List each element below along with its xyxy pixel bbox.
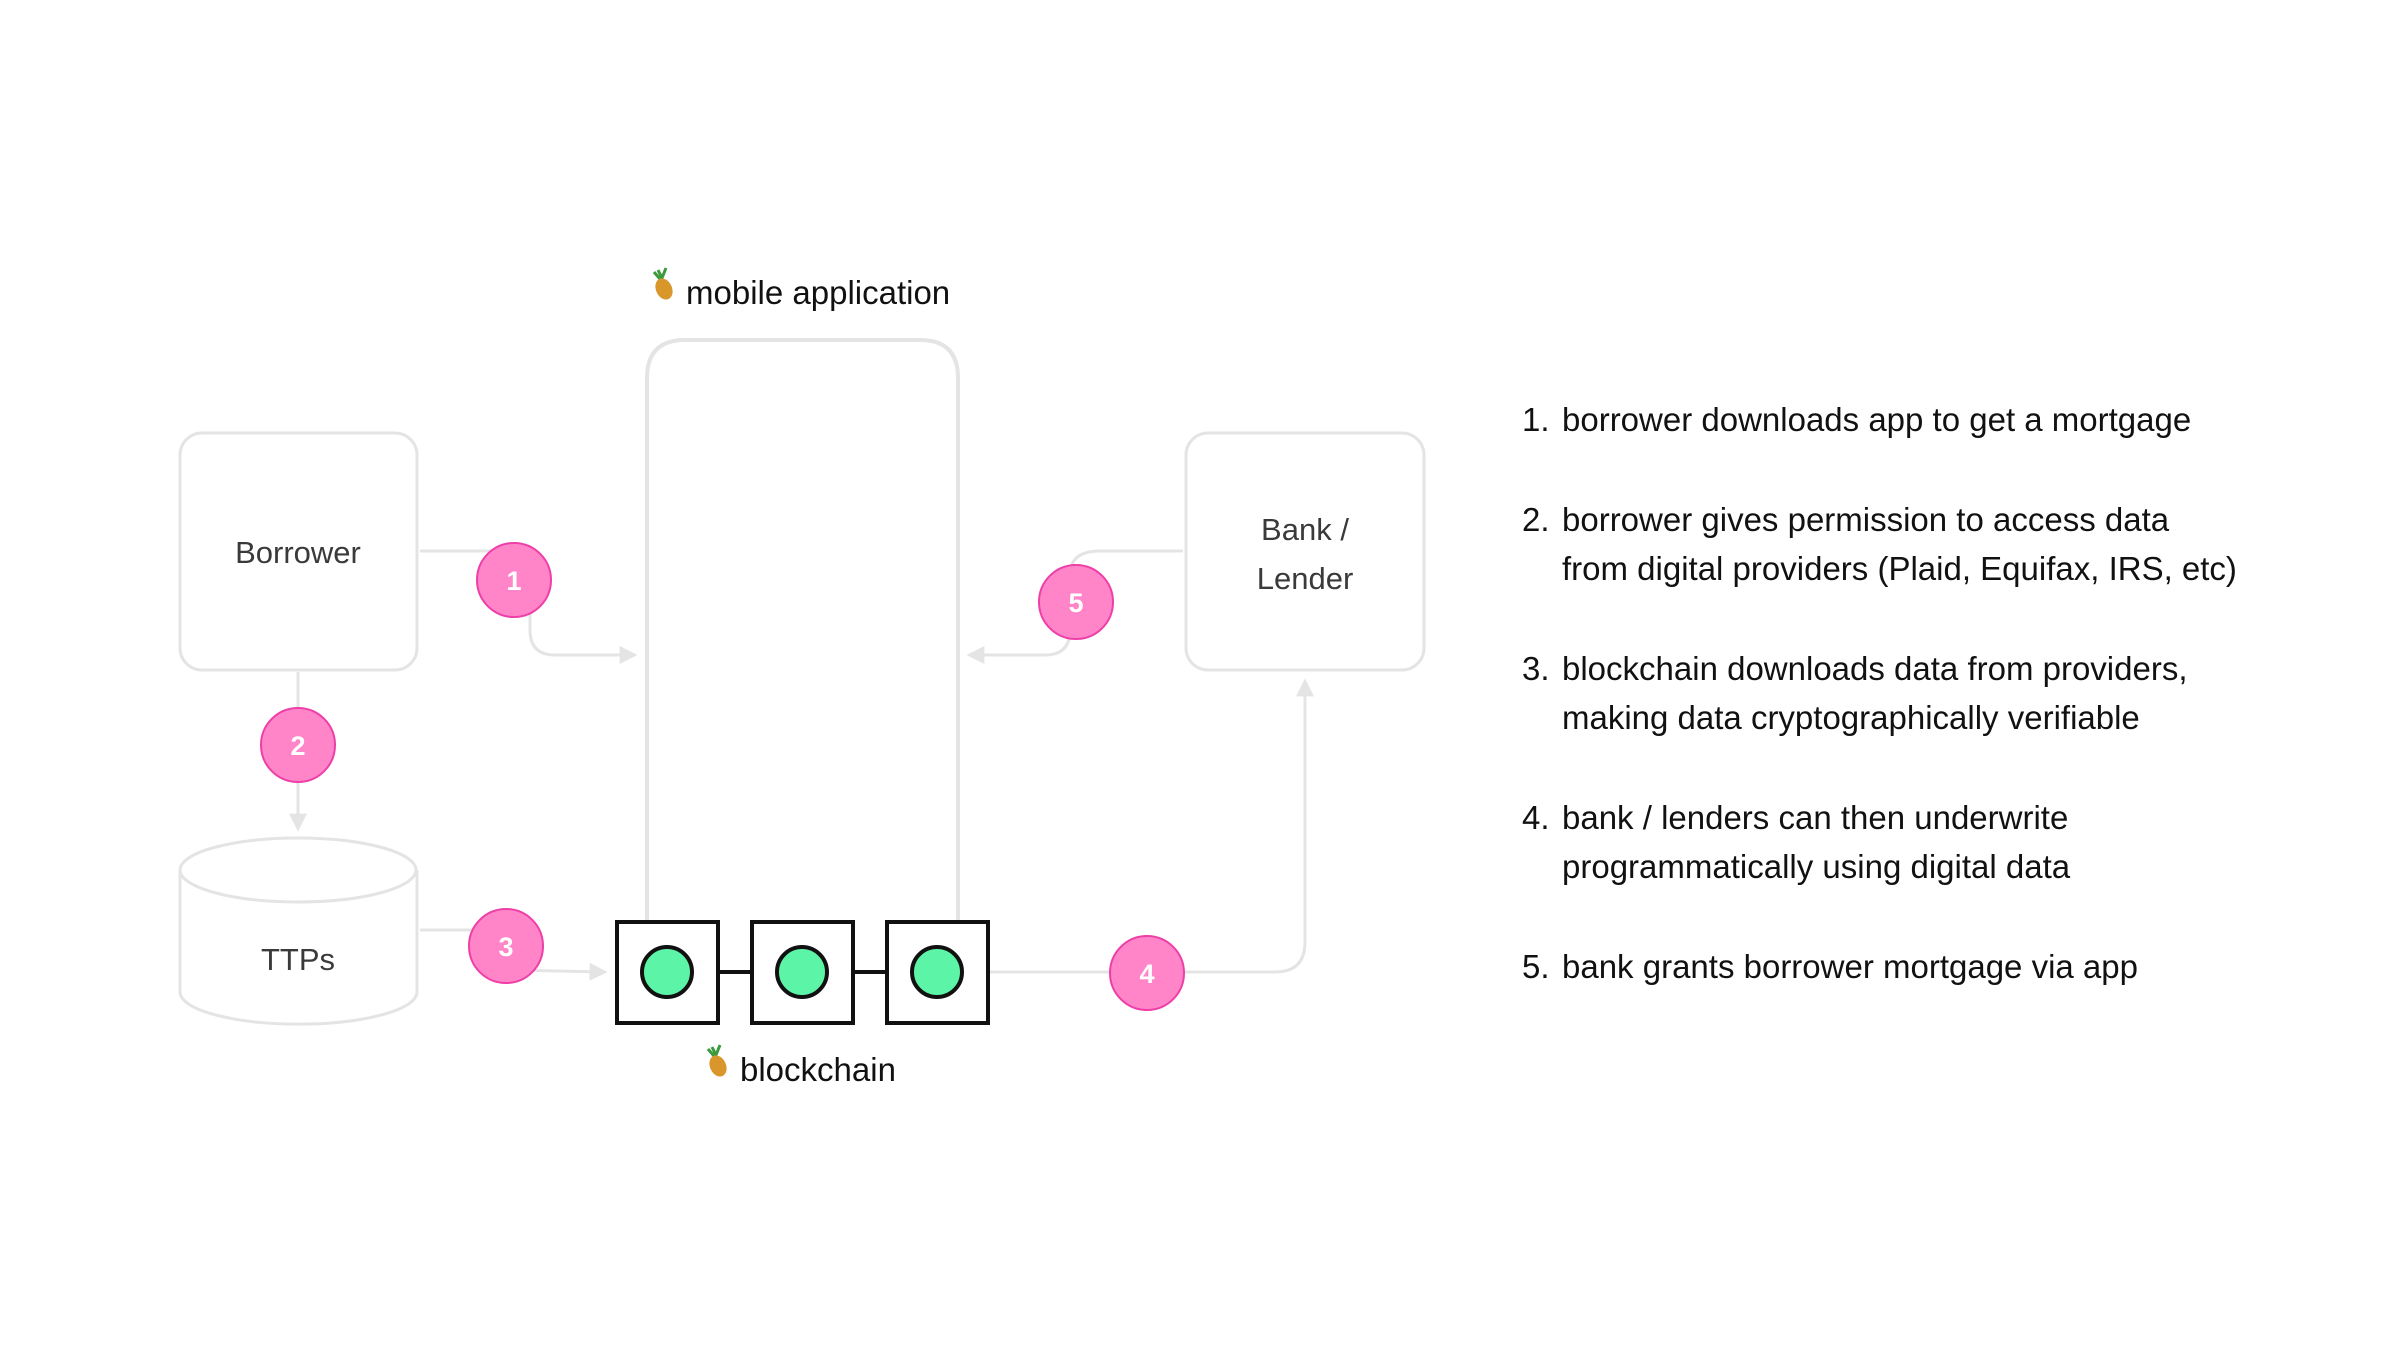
mobile-application-label: mobile application [686, 274, 950, 311]
step-text: blockchain downloads data from providers… [1562, 650, 2188, 736]
connector-4 [990, 678, 1314, 974]
badge-4: 4 [1109, 935, 1185, 1011]
badge-3: 3 [468, 908, 544, 984]
blockchain [615, 920, 990, 1025]
svg-text:2: 2 [290, 731, 305, 761]
flow-diagram: mobile application Borrower Bank / Lende… [178, 267, 1426, 1088]
badge-2: 2 [260, 707, 336, 783]
step-number: 1. [1522, 401, 1550, 438]
borrower-label: Borrower [235, 535, 361, 570]
step-number: 5. [1522, 948, 1550, 985]
svg-text:5: 5 [1068, 588, 1083, 618]
svg-text:4: 4 [1139, 959, 1154, 989]
bank-lender-label-line2: Lender [1257, 561, 1354, 596]
badge-5: 5 [1038, 564, 1114, 640]
badge-1: 1 [476, 542, 552, 618]
connectors [289, 549, 1314, 981]
ttps-database[interactable] [178, 836, 419, 1026]
bank-lender-label-line1: Bank / [1261, 512, 1349, 547]
step-item: 3. blockchain downloads data from provide… [1522, 644, 2322, 742]
svg-text:3: 3 [498, 932, 513, 962]
block-1[interactable] [615, 920, 720, 1025]
pineapple-icon [706, 1044, 727, 1077]
borrower-box[interactable] [178, 431, 419, 672]
step-number: 2. [1522, 501, 1550, 538]
step-item: 1. borrower downloads app to get a mortga… [1522, 395, 2322, 444]
step-text: bank / lenders can then underwrite progr… [1562, 799, 2071, 885]
step-number: 4. [1522, 799, 1550, 836]
svg-text:1: 1 [506, 566, 521, 596]
bank-lender-box[interactable] [1184, 431, 1426, 672]
step-text: borrower downloads app to get a mortgage [1562, 401, 2192, 438]
pineapple-icon [652, 267, 673, 300]
block-2[interactable] [750, 920, 855, 1025]
step-text: borrower gives permission to access data… [1562, 501, 2237, 587]
steps-list: 1. borrower downloads app to get a mortga… [1522, 395, 2322, 1042]
step-text: bank grants borrower mortgage via app [1562, 948, 2138, 985]
blockchain-label: blockchain [740, 1051, 896, 1088]
step-item: 4. bank / lenders can then underwrite pro… [1522, 793, 2322, 891]
block-3[interactable] [885, 920, 990, 1025]
step-number: 3. [1522, 650, 1550, 687]
mobile-application-frame [645, 338, 960, 920]
ttps-label: TTPs [261, 942, 335, 977]
step-item: 2. borrower gives permission to access da… [1522, 495, 2322, 593]
step-item: 5. bank grants borrower mortgage via app [1522, 942, 2322, 991]
